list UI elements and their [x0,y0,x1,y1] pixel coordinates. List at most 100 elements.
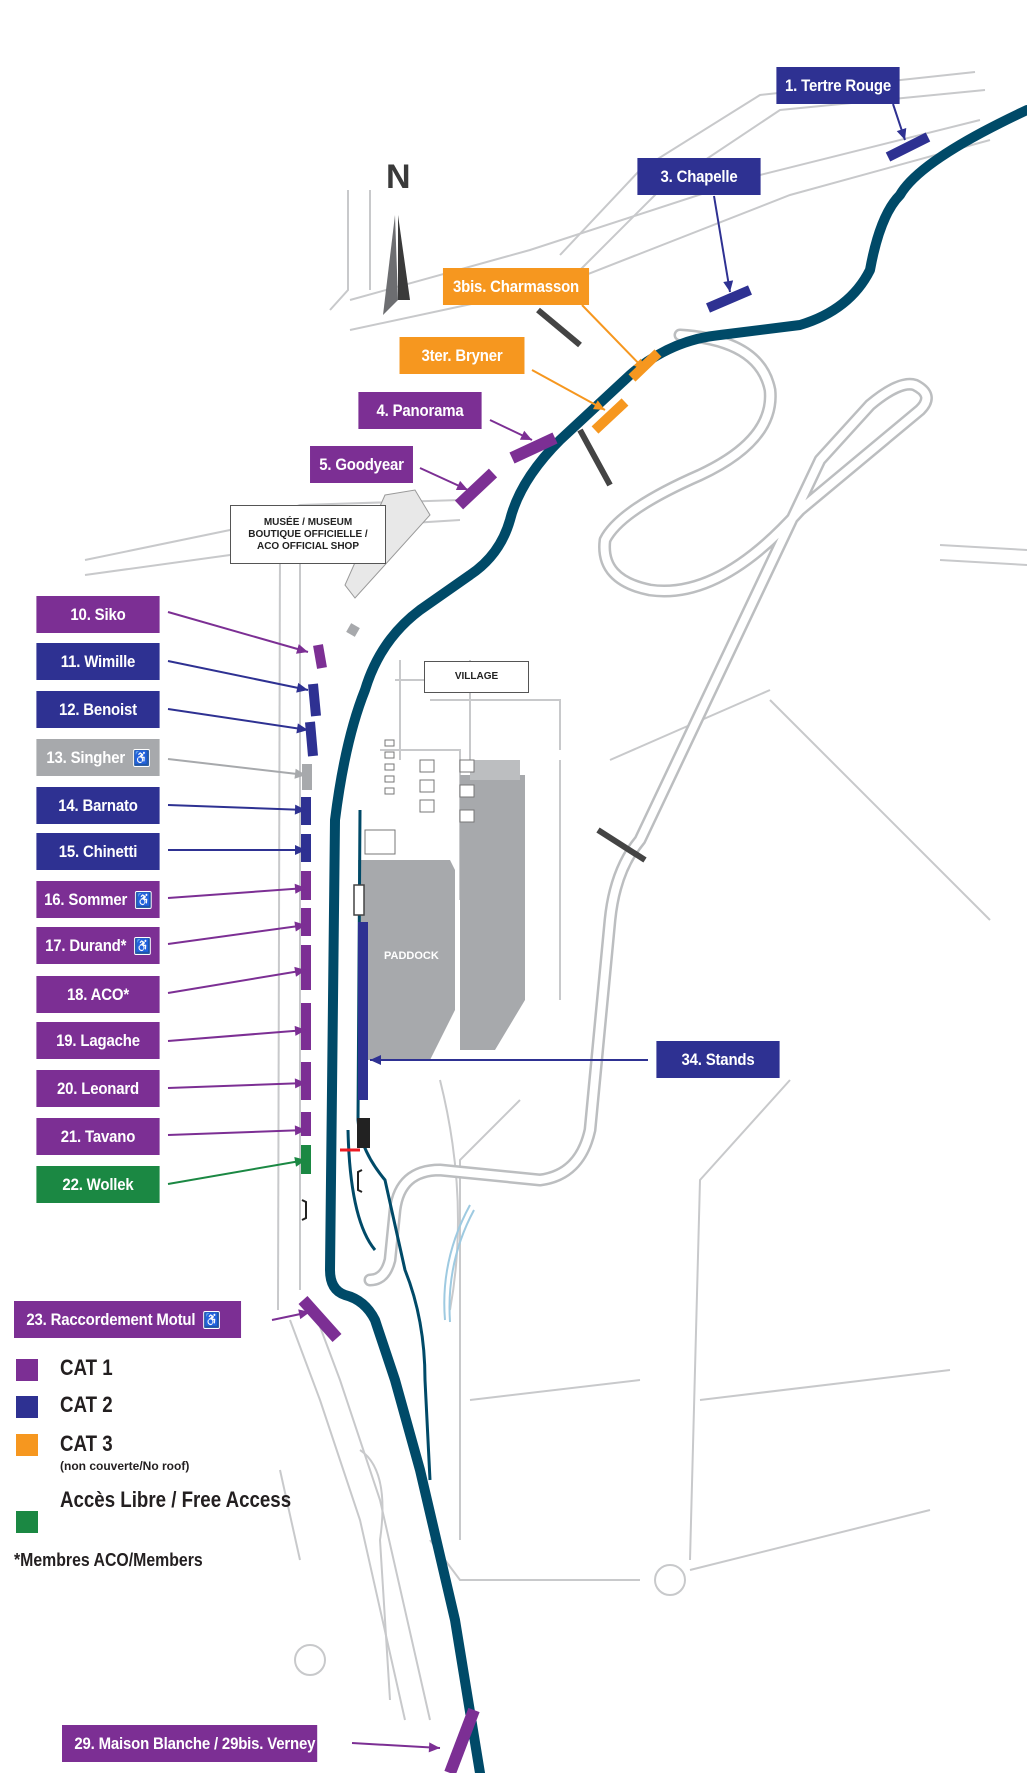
leader-line-20 [167,1082,307,1089]
grandstand-name: 4. Panorama [376,400,464,420]
grandstand-mark-5 [454,468,498,510]
leader-lines [167,103,907,1753]
grandstand-label-1: 1. Tertre Rouge [776,67,900,104]
grandstand-mark-29 [444,1707,480,1773]
arrowhead-18 [294,966,306,977]
museum-line-1: MUSÉE / MUSEUM [263,516,353,528]
leader-line-14 [167,804,307,811]
grandstand-name: 5. Goodyear [319,454,404,474]
wheelchair-icon: ♿ [134,936,151,955]
arrowhead-1 [896,127,907,140]
arrowhead-34 [370,1055,381,1065]
grandstand-label-13: 13. Singher♿ [36,739,160,776]
leader-line-19 [167,1029,307,1042]
legend-swatch-cat3 [16,1434,38,1456]
arrowhead-17 [294,921,306,932]
arrowhead-13 [294,768,306,779]
arrowhead-3ter [592,400,605,410]
legend-label-cat3: CAT 3 [60,1431,113,1456]
legend-label-cat1: CAT 1 [60,1355,113,1380]
wheelchair-icon: ♿ [203,1310,221,1329]
museum-line-3: ACO OFFICIAL SHOP [256,540,360,552]
leader-line-3 [713,195,731,293]
bugatti-circuit-inner [366,331,931,1284]
grandstand-label-21: 21. Tavano [36,1118,160,1155]
pit-markers [301,884,370,1221]
arrowhead-23 [298,1309,310,1320]
grandstand-label-20: 20. Leonard [36,1070,160,1107]
grandstand-label-3: 3. Chapelle [637,158,761,195]
grandstand-label-11: 11. Wimille [36,643,160,680]
bridges [536,307,647,863]
grandstand-label-19: 19. Lagache [36,1022,160,1059]
grandstand-name: 34. Stands [681,1049,755,1069]
arrowhead-4 [519,430,532,440]
grandstand-name: 18. ACO* [66,984,130,1004]
grandstand-mark-11 [308,683,321,717]
arrowhead-3bis [633,358,645,370]
arrowhead-29 [428,1742,440,1753]
members-note: *Membres ACO/Members [14,1550,203,1570]
legend-label-free: Accès Libre / Free Access [60,1487,292,1512]
grandstand-name: 3bis. Charmasson [452,276,580,296]
grandstand-mark-10 [313,644,327,669]
grandstand-label-16: 16. Sommer♿ [36,881,160,918]
grandstand-label-15: 15. Chinetti [36,833,160,870]
grandstand-label-3bis: 3bis. Charmasson [442,268,590,305]
grandstand-label-29: 29. Maison Blanche / 29bis. Verney [62,1725,318,1762]
grandstand-label-22: 22. Wollek [36,1166,160,1203]
leader-line-17 [167,924,307,945]
grandstand-name: 20. Leonard [56,1078,140,1098]
grandstand-label-12: 12. Benoist [36,691,160,728]
north-label: N [386,158,411,196]
arrowhead-16 [294,883,306,894]
arrowhead-15 [295,845,306,855]
arrowhead-22 [294,1156,306,1167]
leader-line-12 [167,708,309,731]
grandstand-mark-23 [298,1295,342,1343]
legend-swatch-cat2 [16,1396,38,1418]
road-network [84,71,1027,1721]
grandstand-mark-4 [509,432,558,464]
north-arrow [383,215,410,315]
grandstand-name: 11. Wimille [60,651,136,671]
grandstand-mark-12 [305,721,318,757]
leader-line-3bis [581,304,646,371]
paddock-label: PADDOCK [384,950,439,962]
arrowhead-21 [294,1125,306,1136]
grandstand-label-17: 17. Durand* ♿ [36,927,160,964]
grandstand-name: 17. Durand* [45,935,127,955]
museum-line-2: BOUTIQUE OFFICIELLE / [248,528,368,540]
village-label: VILLAGE [424,661,529,693]
grandstand-name: 22. Wollek [62,1174,134,1194]
grandstand-label-4: 4. Panorama [358,392,482,429]
grandstand-name: 12. Benoist [59,699,137,719]
grandstand-label-5: 5. Goodyear [310,446,413,483]
river [443,1204,475,1323]
grandstand-name: 14. Barnato [58,795,138,815]
grandstand-label-3ter: 3ter. Bryner [399,337,525,374]
arrowhead-5 [455,480,468,490]
leader-line-21 [167,1129,307,1136]
grandstand-name: 15. Chinetti [58,841,138,861]
grandstand-name: 16. Sommer [44,889,128,909]
legend-label-cat2: CAT 2 [60,1392,113,1417]
leader-line-22 [167,1159,307,1185]
leader-line-13 [167,758,307,776]
legend-swatch-free [16,1511,38,1533]
grandstand-mark-3 [706,285,752,313]
grandstand-name: 21. Tavano [60,1126,136,1146]
museum-building [344,489,431,637]
leader-line-29 [351,1742,441,1749]
grandstand-name: 10. Siko [70,604,126,624]
grandstand-name: 23. Raccordement Motul [26,1309,196,1329]
arrowhead-14 [294,804,306,815]
leader-line-3ter [531,369,606,411]
paddock-area [358,739,525,1060]
arrowhead-3 [723,280,734,292]
leader-line-10 [167,611,309,653]
arrowhead-12 [296,723,308,734]
grandstand-name: 3. Chapelle [660,166,738,186]
wheelchair-icon: ♿ [132,748,150,767]
